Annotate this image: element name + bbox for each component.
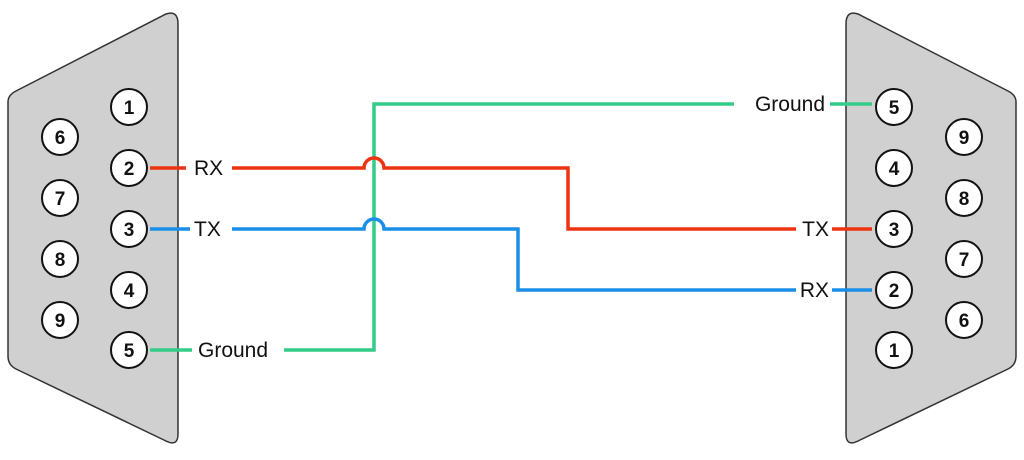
left-pin-2: 2 [110,149,148,187]
right-pin-number: 5 [889,98,900,119]
right-pin-circle [945,240,983,278]
right-pin-5: 5 [875,88,913,126]
right-pin-8: 8 [945,179,983,217]
left-pin-number: 7 [55,189,66,210]
left-pin-number: 3 [124,220,135,241]
right-rx-label: RX [800,279,829,302]
left-pin-number: 5 [124,341,135,362]
right-pin-7: 7 [945,240,983,278]
left-pin-number: 4 [124,281,135,302]
left-pin-number: 8 [55,250,66,271]
left-pin-9: 9 [41,301,79,339]
left-pin-5: 5 [110,331,148,369]
left-pin-number: 1 [124,98,135,119]
left-pin-circle [110,88,148,126]
left-tx-label: TX [194,218,221,241]
right-pin-3: 3 [875,210,913,248]
right-pin-4: 4 [875,149,913,187]
right-pin-circle [945,179,983,217]
left-pin-7: 7 [41,179,79,217]
right-pin-circle [945,118,983,156]
left-pin-number: 9 [55,311,66,332]
left-pin-6: 6 [41,118,79,156]
left-pin-circle [41,301,79,339]
right-pin-number: 1 [889,341,900,362]
right-pin-number: 9 [959,128,970,149]
ground-wire [150,102,872,352]
right-pin-circle [875,271,913,309]
left-pin-circle [110,149,148,187]
left-pin-4: 4 [110,271,148,309]
right-pin-circle [875,149,913,187]
left-pin-1: 1 [110,88,148,126]
left-pin-circle [110,210,148,248]
right-pin-number: 6 [959,311,970,332]
left-pin-circle [41,179,79,217]
right-pin-1: 1 [875,331,913,369]
right-pin-number: 8 [959,189,970,210]
left-rx-label: RX [194,157,223,180]
right-pin-circle [875,210,913,248]
rx-to-tx-wire [150,156,872,231]
right-tx-label: TX [802,218,829,241]
right-pin-9: 9 [945,118,983,156]
right-ground-label: Ground [755,93,825,116]
left-pin-circle [110,271,148,309]
tx-to-rx-wire [150,217,872,292]
left-pin-circle [41,240,79,278]
left-pin-circle [110,331,148,369]
left-pin-8: 8 [41,240,79,278]
left-pin-3: 3 [110,210,148,248]
right-pin-number: 7 [959,250,970,271]
right-pin-circle [945,301,983,339]
pins-layer: 1 2 3 4 5 6 7 8 9 5 4 3 2 1 9 8 7 6 [41,88,983,369]
left-pin-number: 2 [124,159,135,180]
left-pin-circle [41,118,79,156]
left-ground-label: Ground [198,339,268,362]
right-pin-circle [875,88,913,126]
right-pin-number: 3 [889,220,900,241]
right-pin-2: 2 [875,271,913,309]
right-pin-6: 6 [945,301,983,339]
right-pin-number: 2 [889,281,900,302]
left-pin-number: 6 [55,128,66,149]
right-pin-number: 4 [889,159,900,180]
right-pin-circle [875,331,913,369]
